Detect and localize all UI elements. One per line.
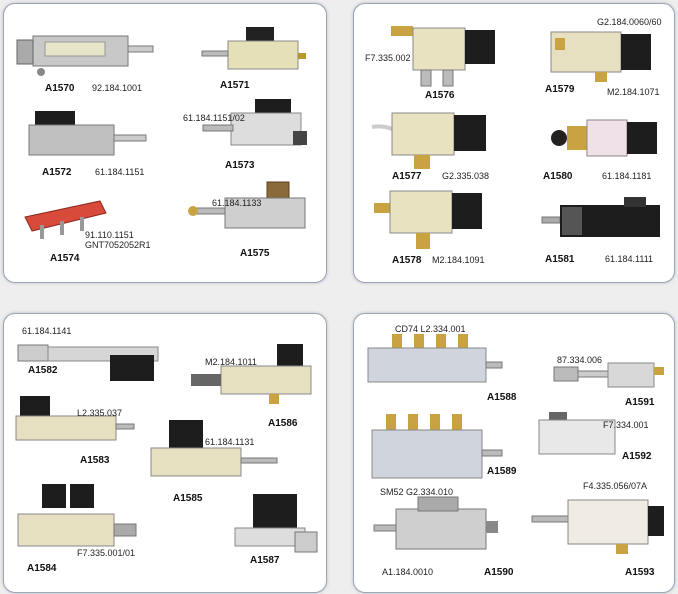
product-image-a1581 <box>541 197 660 237</box>
product-code: A1589 <box>487 466 517 477</box>
product-image-a1593 <box>531 499 664 554</box>
product-image-a1590 <box>373 496 498 550</box>
product-image-a1573 <box>202 99 307 146</box>
product-image-a1592 <box>538 412 616 455</box>
part-number: F7.334.001 <box>603 420 649 430</box>
product-image-a1584 <box>17 484 137 547</box>
product-image-a1582 <box>17 344 159 381</box>
product-code: A1583 <box>80 455 110 466</box>
part-number: G2.335.038 <box>442 171 490 181</box>
part-number: F7.335.001/01 <box>77 548 136 558</box>
product-code: A1576 <box>425 90 455 101</box>
product-code: A1577 <box>392 171 422 182</box>
product-code: A1581 <box>545 254 575 265</box>
product-image-a1576 <box>391 26 495 87</box>
part-number: CD74 L2.334.001 <box>395 324 466 334</box>
part-number: M2.184.1011 <box>205 357 257 367</box>
product-code: A1580 <box>543 171 573 182</box>
product-code: A1588 <box>487 392 517 403</box>
product-image-a1585 <box>150 420 278 477</box>
product-code: A1570 <box>45 83 75 94</box>
product-code: A1574 <box>50 253 80 264</box>
part-number: L2.335.037 <box>77 408 123 418</box>
product-image-a1580 <box>551 119 657 157</box>
product-image-a1578 <box>374 190 482 249</box>
product-code: A1587 <box>250 555 280 566</box>
part-number: 61.184.1131 <box>205 437 255 447</box>
product-code: A1585 <box>173 493 203 504</box>
part-number: F4.335.056/07A <box>583 481 648 491</box>
product-code: A1573 <box>225 160 255 171</box>
part-number: G2.184.0060/60 <box>597 17 662 27</box>
part-number: GNT7052052R1 <box>85 240 151 250</box>
part-number: 61.184.1141 <box>22 326 72 336</box>
product-code: A1586 <box>268 418 298 429</box>
product-code: A1582 <box>28 365 58 376</box>
product-code: A1592 <box>622 451 652 462</box>
part-number: M2.184.1071 <box>607 87 660 97</box>
product-image-a1589 <box>371 414 503 479</box>
part-number: 61.184.1181 <box>602 171 652 181</box>
product-image-a1572 <box>28 111 147 156</box>
part-number: 87.334.006 <box>557 355 603 365</box>
product-image-a1588 <box>367 334 503 383</box>
product-code: A1571 <box>220 80 250 91</box>
product-image-a1591 <box>553 362 664 388</box>
product-code: A1572 <box>42 167 72 178</box>
part-number: 61.184.1133 <box>212 198 262 208</box>
part-number: SM52 G2.334.010 <box>380 487 454 497</box>
product-image-a1571 <box>201 27 306 70</box>
part-number: F7.335.002 <box>365 53 411 63</box>
product-code: A1590 <box>484 567 514 578</box>
product-image-a1583 <box>15 396 135 441</box>
part-number: 91.110.1151 <box>85 230 134 240</box>
part-number: A1.184.0010 <box>382 567 434 577</box>
part-number: 92.184.1001 <box>92 83 143 93</box>
product-image-a1574 <box>24 200 107 239</box>
product-image-a1577 <box>371 112 486 169</box>
product-code: A1575 <box>240 248 270 259</box>
part-number: 61.184.1151/02 <box>183 113 245 123</box>
part-number: 61.184.1111 <box>605 254 654 264</box>
product-code: A1584 <box>27 563 57 574</box>
product-code: A1593 <box>625 567 655 578</box>
product-code: A1579 <box>545 84 575 95</box>
product-code: A1591 <box>625 397 655 408</box>
product-image-a1587 <box>234 494 318 553</box>
product-code: A1578 <box>392 255 422 266</box>
product-image-a1579 <box>550 31 651 82</box>
product-image-a1586 <box>191 344 312 404</box>
part-number: M2.184.1091 <box>432 255 485 265</box>
product-image-a1570 <box>16 35 154 76</box>
product-image-a1575 <box>188 181 306 229</box>
part-number: 61.184.1151 <box>95 167 145 177</box>
